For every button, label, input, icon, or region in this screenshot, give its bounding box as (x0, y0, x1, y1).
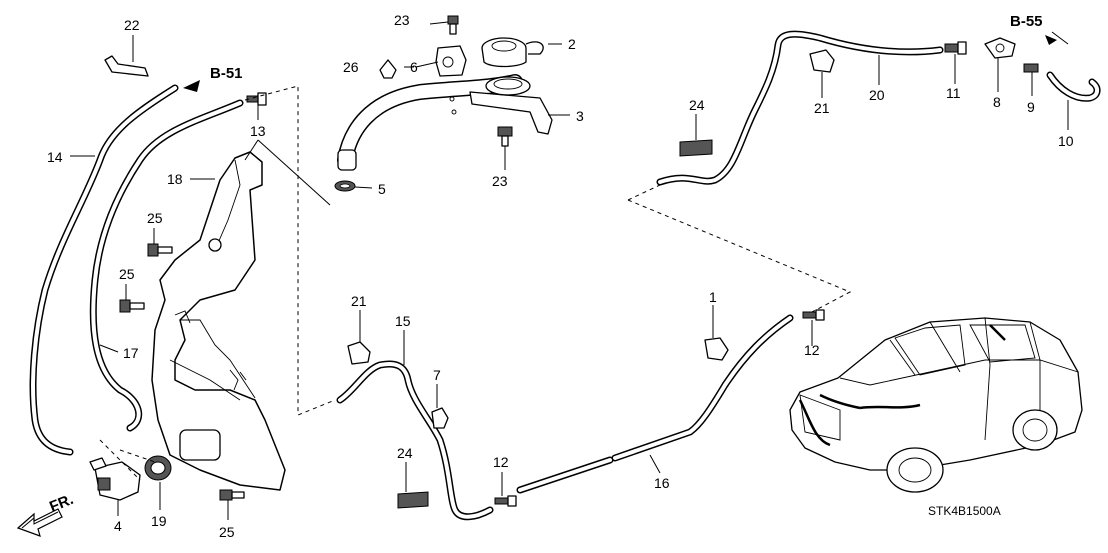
callout-22: 22 (124, 17, 140, 33)
callout-1: 1 (709, 289, 717, 305)
callout-5: 5 (378, 181, 386, 197)
callout-23-bottom: 23 (492, 173, 508, 189)
bolt-23-bottom (497, 126, 513, 147)
hose-17 (89, 99, 244, 432)
callout-21-right: 21 (814, 100, 830, 116)
callout-17: 17 (123, 345, 139, 361)
callout-25-c: 25 (219, 524, 235, 540)
bolt-23-top (447, 15, 459, 35)
bracket-22 (104, 55, 149, 77)
callout-6: 6 (410, 59, 418, 75)
callout-25-b: 25 (119, 266, 135, 282)
joint-13 (246, 92, 267, 106)
callout-25-a: 25 (147, 210, 163, 226)
clip-6 (435, 45, 467, 77)
filler-neck-3 (337, 74, 553, 171)
callout-7: 7 (433, 367, 441, 383)
callout-26: 26 (343, 59, 359, 75)
cap-2 (481, 37, 544, 68)
leader-lines (70, 21, 1069, 520)
clip-21-center (347, 341, 371, 365)
callout-21-center: 21 (351, 293, 367, 309)
clip-7 (431, 407, 449, 429)
callout-10: 10 (1058, 133, 1074, 149)
callout-12-right: 12 (804, 342, 820, 358)
callout-3: 3 (576, 108, 584, 124)
b51-arrow (183, 80, 200, 92)
callout-11: 11 (946, 85, 961, 101)
callout-8: 8 (993, 94, 1001, 110)
joint-12-right (802, 309, 825, 321)
joint-9 (1023, 63, 1039, 73)
bolt-25-a (147, 243, 173, 257)
callout-9: 9 (1027, 99, 1035, 115)
vehicle-illustration (789, 317, 1083, 493)
callout-13: 13 (250, 123, 266, 139)
clip-1 (704, 337, 729, 361)
b55-arrow (1045, 35, 1057, 45)
callout-18: 18 (167, 171, 183, 187)
callout-24-center: 24 (397, 445, 413, 461)
washer-tank-18 (151, 151, 286, 491)
valve-8 (984, 37, 1016, 59)
bolt-25-b (119, 299, 145, 313)
callout-23-top: 23 (394, 12, 410, 28)
seal-19 (144, 455, 172, 481)
hose-16 (516, 314, 794, 494)
ref-b55: B-55 (1010, 13, 1043, 30)
callout-14: 14 (47, 149, 63, 165)
tape-24-right (679, 139, 713, 157)
pump-4 (89, 457, 141, 501)
callout-15: 15 (395, 313, 411, 329)
front-direction-arrow (16, 508, 63, 537)
callout-4: 4 (114, 518, 122, 534)
callout-20: 20 (869, 87, 885, 103)
callout-19: 19 (151, 513, 167, 529)
joint-11 (944, 41, 967, 55)
pin-26 (379, 59, 397, 79)
callout-24-right: 24 (689, 97, 705, 113)
callout-2: 2 (568, 36, 576, 52)
routing-lines (99, 85, 852, 481)
hose-20 (656, 30, 944, 186)
callout-12-lower: 12 (493, 454, 509, 470)
hose-15 (336, 360, 494, 521)
callout-16: 16 (654, 475, 670, 491)
grommet-5 (334, 180, 356, 192)
hose-14 (29, 84, 179, 456)
hose-10 (1046, 71, 1101, 102)
joint-12-lower (494, 495, 517, 507)
diagram-code: STK4B1500A (928, 504, 1001, 518)
clip-21-right (809, 49, 835, 73)
front-label: FR. (47, 491, 76, 516)
ref-b51: B-51 (210, 65, 243, 82)
tape-24-center (397, 491, 429, 509)
bolt-25-c (219, 489, 245, 501)
